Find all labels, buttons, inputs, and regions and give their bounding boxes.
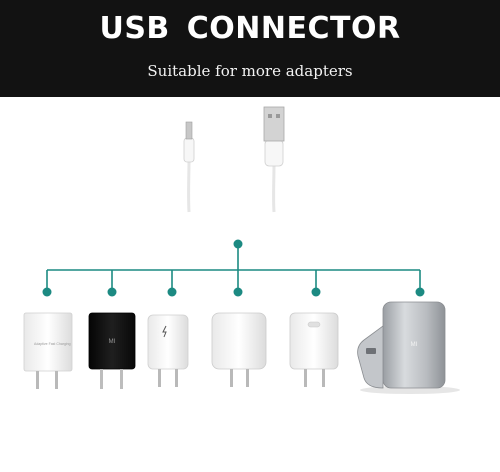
samsung-fast-charge-adapter xyxy=(147,314,189,387)
header-banner: USB CONNECTOR Suitable for more adapters xyxy=(0,0,500,97)
product-illustration: Adaptive Fast Charging MI MI xyxy=(23,106,460,394)
xiaomi-power-bank: MI xyxy=(357,301,460,394)
connector-diagram xyxy=(46,244,421,292)
xiaomi-adapter-logo: MI xyxy=(109,339,116,345)
rounded-white-adapter xyxy=(289,312,339,387)
samsung-white-adapter: Adaptive Fast Charging xyxy=(23,312,73,389)
power-bank-logo: MI xyxy=(411,342,418,348)
square-white-adapter xyxy=(211,312,267,387)
samsung-adapter-brand: Adaptive Fast Charging xyxy=(34,342,71,346)
usb-a-cable xyxy=(263,106,285,213)
connector-dots xyxy=(42,239,425,297)
page-subtitle: Suitable for more adapters xyxy=(147,62,353,80)
micro-usb-cable xyxy=(183,121,195,213)
xiaomi-black-adapter: MI xyxy=(88,312,136,389)
page-title: USB CONNECTOR xyxy=(99,11,401,46)
